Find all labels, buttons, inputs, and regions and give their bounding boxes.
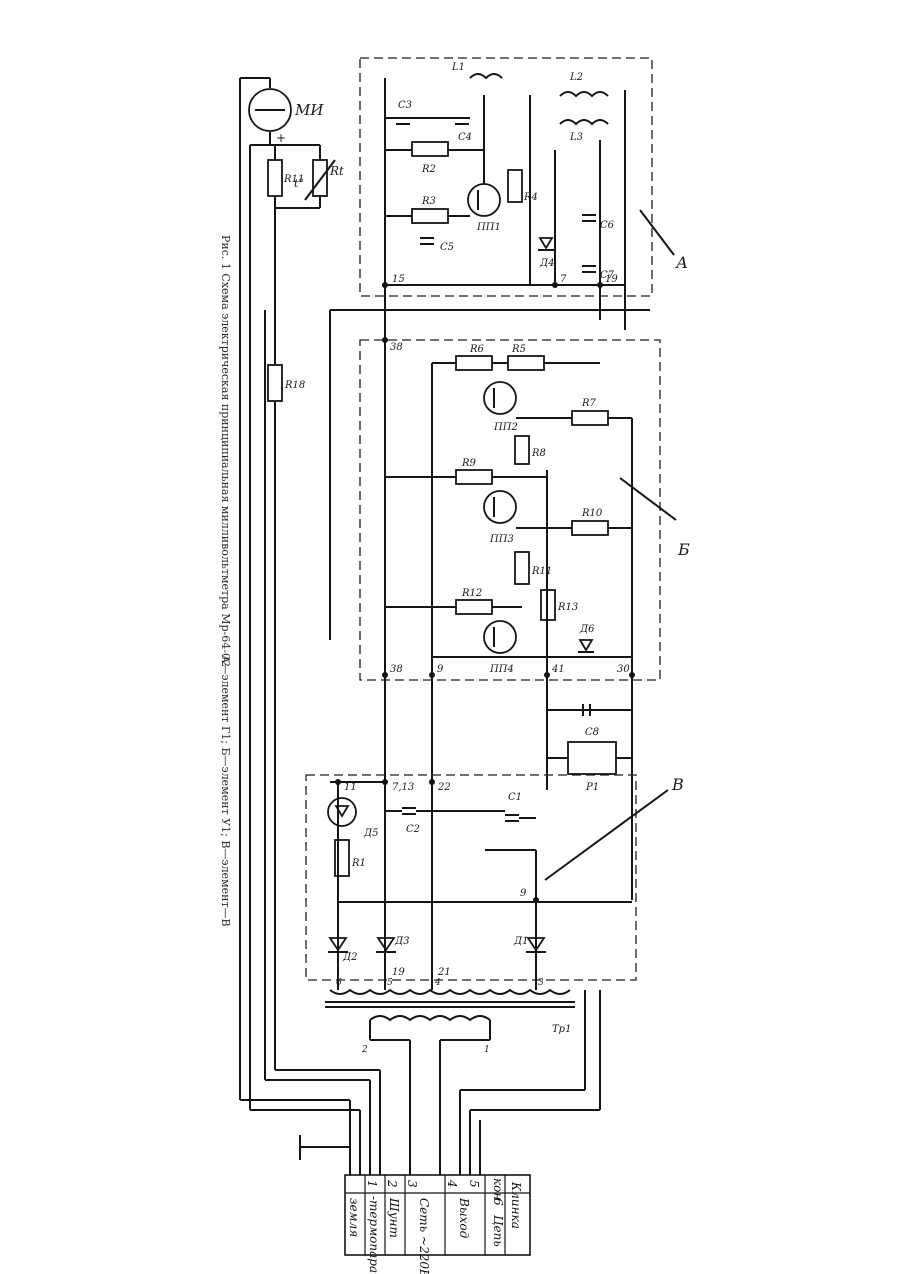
svg-text:C5: C5 <box>440 242 454 253</box>
svg-text:R8: R8 <box>531 448 546 459</box>
resistor-r11-rt: R11 Rt t° <box>267 145 344 215</box>
cable-bundle <box>240 990 601 1175</box>
svg-text:R11: R11 <box>531 566 552 577</box>
connector-pin: 5 <box>467 1180 481 1188</box>
svg-text:ПП3: ПП3 <box>489 534 514 545</box>
svg-text:ПП1: ПП1 <box>476 222 501 233</box>
transformer-tr1: 2 1 Тр1 6 5 4 3 <box>325 978 575 1055</box>
block-b: Б R6 R5 ПП2 R7 R8 R9 ПП3 R10 R11 R12 <box>359 337 690 681</box>
svg-text:5: 5 <box>387 978 393 988</box>
svg-text:Д6: Д6 <box>579 624 595 635</box>
connector-pin: 6 <box>491 1198 505 1206</box>
block-v: В Д5 C2 C1 R1 Д2 Д3 Д1 11 <box>305 680 684 990</box>
meter-mi: МИ + <box>240 77 324 145</box>
meter-plus: + <box>276 131 286 145</box>
svg-text:C6: C6 <box>600 220 615 231</box>
resistor-r18: R18 <box>267 364 305 402</box>
connector-circuit: Шунт <box>387 1197 401 1238</box>
svg-text:22: 22 <box>437 782 451 793</box>
svg-text:R9: R9 <box>461 458 477 469</box>
svg-text:L3: L3 <box>569 132 583 143</box>
svg-text:R10: R10 <box>581 508 603 519</box>
svg-text:Р1: Р1 <box>585 782 599 793</box>
connector-circuit: Выход <box>457 1197 471 1239</box>
svg-text:30: 30 <box>617 664 630 675</box>
svg-text:1: 1 <box>484 1045 490 1055</box>
svg-text:R2: R2 <box>421 164 436 175</box>
svg-text:19: 19 <box>605 274 618 285</box>
svg-text:R13: R13 <box>557 602 578 613</box>
svg-text:R3: R3 <box>421 196 436 207</box>
connector-header-klinka: Клинка <box>509 1181 523 1229</box>
svg-text:7,13: 7,13 <box>392 782 414 793</box>
figure-legend: А—элемент Г1; Б—элемент У1; В—элемент—В <box>219 655 232 927</box>
svg-text:C4: C4 <box>458 132 472 143</box>
block-a-label: А <box>675 253 688 272</box>
left-bus-wires <box>239 78 320 1110</box>
svg-text:9: 9 <box>437 664 444 675</box>
svg-text:R6: R6 <box>469 344 485 355</box>
svg-text:15: 15 <box>392 274 405 285</box>
connector-pin: 4 <box>445 1179 459 1188</box>
svg-text:R7: R7 <box>581 398 597 409</box>
svg-text:11: 11 <box>344 782 357 793</box>
block-v-label: В <box>671 775 684 794</box>
svg-text:38: 38 <box>390 342 403 353</box>
connector-circuit: Цепь <box>491 1215 505 1247</box>
c8-relay: C8 Р1 <box>546 680 633 900</box>
svg-text:9: 9 <box>520 888 527 899</box>
svg-text:R11: R11 <box>283 174 304 185</box>
svg-text:C8: C8 <box>585 727 599 738</box>
connector-circuit: земля <box>347 1198 361 1237</box>
svg-text:Rt: Rt <box>329 164 344 178</box>
connector-pin: 1 <box>365 1180 379 1188</box>
svg-text:19: 19 <box>392 967 405 978</box>
svg-text:3: 3 <box>538 978 544 988</box>
svg-text:Д3: Д3 <box>394 936 410 947</box>
svg-text:Д2: Д2 <box>342 952 358 963</box>
meter-label: МИ <box>294 101 324 119</box>
svg-text:Д5: Д5 <box>363 828 379 839</box>
svg-text:R12: R12 <box>461 588 482 599</box>
svg-text:4: 4 <box>434 978 441 988</box>
caption-legend: А—элемент Г1; Б—элемент У1; В—элемент—В <box>219 655 232 927</box>
svg-text:C2: C2 <box>406 824 420 835</box>
svg-text:L1: L1 <box>451 62 465 73</box>
svg-text:C7: C7 <box>600 270 615 281</box>
svg-text:t°: t° <box>294 177 304 190</box>
interconnect-wires <box>329 285 650 640</box>
caption-figure: Рис. 1 Схема электрическая принципиальна… <box>219 235 232 667</box>
svg-text:Тр1: Тр1 <box>552 1024 571 1035</box>
svg-text:41: 41 <box>551 664 565 675</box>
svg-text:7: 7 <box>560 274 567 285</box>
svg-text:L2: L2 <box>569 72 583 83</box>
figure-caption: Рис. 1 Схема электрическая принципиальна… <box>219 235 232 667</box>
svg-text:21: 21 <box>437 967 451 978</box>
connector-circuit: -термопара <box>367 1196 381 1273</box>
svg-text:R1: R1 <box>351 858 366 869</box>
connector-table: Клинка кон 6 Цепь 5 Выход 4 Сеть ~220В 3… <box>344 1174 531 1274</box>
svg-text:6: 6 <box>336 978 342 988</box>
svg-text:Д4: Д4 <box>539 258 555 269</box>
connector-circuit: Сеть ~220В <box>417 1198 431 1274</box>
svg-text:R5: R5 <box>511 344 526 355</box>
svg-text:C3: C3 <box>398 100 412 111</box>
svg-text:2: 2 <box>361 1045 368 1055</box>
svg-text:R18: R18 <box>284 380 305 391</box>
connector-pin: 3 <box>405 1180 419 1188</box>
svg-text:38: 38 <box>390 664 403 675</box>
block-a: А L1 L2 L3 C3 C4 R2 ПП1 R3 R4 C5 C6 C <box>359 57 688 297</box>
block-b-label: Б <box>677 540 690 559</box>
svg-text:C1: C1 <box>508 792 522 803</box>
connector-header-pin: кон <box>491 1178 505 1200</box>
svg-text:ПП2: ПП2 <box>493 422 518 433</box>
svg-text:ПП4: ПП4 <box>489 664 514 675</box>
connector-pin: 2 <box>385 1179 399 1188</box>
svg-text:Д1: Д1 <box>513 936 529 947</box>
